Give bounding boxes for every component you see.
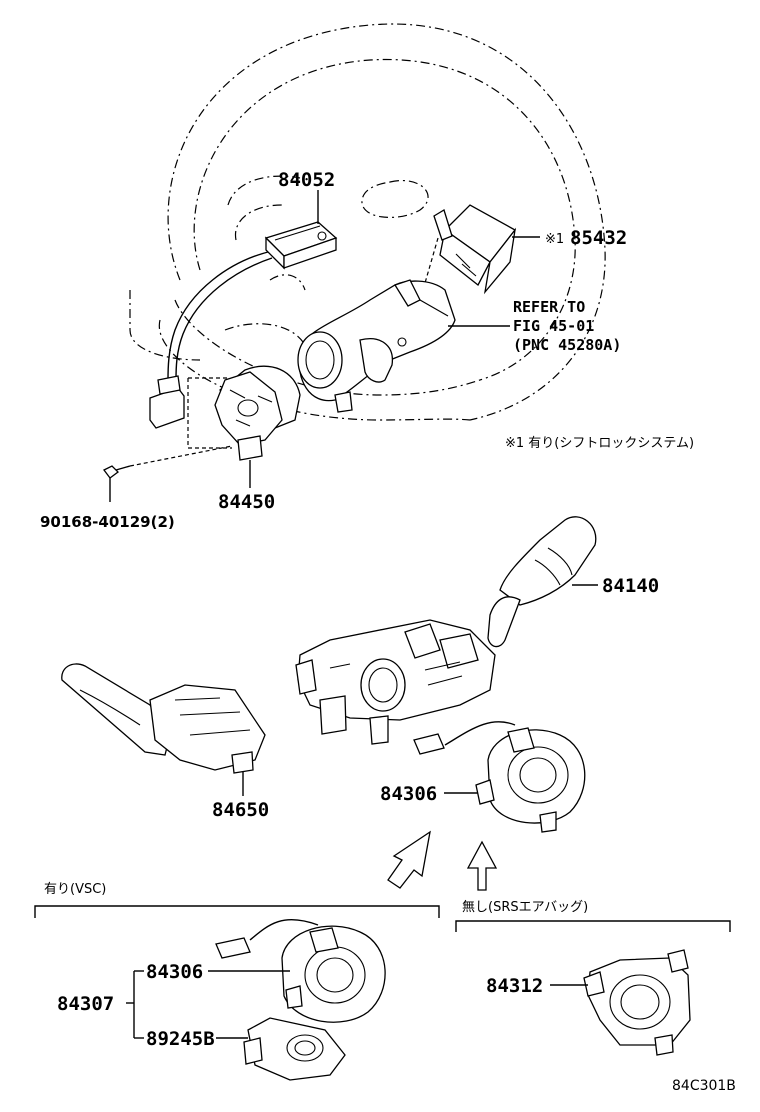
shift-lock-note: ※1 有り(シフトロックシステム) — [505, 436, 694, 451]
group-vsc-bracket — [34, 905, 440, 918]
mark-85432: ※1 — [545, 232, 564, 247]
steering-wheel-outline — [129, 23, 606, 421]
label-84307: 84307 — [57, 993, 114, 1015]
label-89245B: 89245B — [146, 1028, 215, 1050]
arrow-up-right — [466, 840, 498, 891]
part-84306-spiral-cable — [413, 721, 586, 833]
label-84052: 84052 — [278, 169, 335, 191]
group-srs-label: 無し(SRSエアバッグ) — [462, 900, 588, 915]
label-84140: 84140 — [602, 575, 659, 597]
label-84312: 84312 — [486, 975, 543, 997]
group-vsc-label: 有り(VSC) — [44, 882, 106, 897]
label-84650: 84650 — [212, 799, 269, 821]
label-84306-main: 84306 — [380, 783, 437, 805]
assembly-84307-bracket — [126, 970, 290, 1039]
label-84450: 84450 — [218, 491, 275, 513]
steering-column-housing — [297, 279, 456, 413]
part-89245B-sensor — [243, 1017, 346, 1081]
part-84450-switch — [187, 365, 301, 461]
harness-wire — [149, 251, 273, 429]
label-90168: 90168-40129(2) — [40, 513, 175, 531]
label-84306-vsc: 84306 — [146, 961, 203, 983]
figure-code: 84C301B — [672, 1078, 736, 1094]
part-84312-spiral-cable — [583, 949, 691, 1056]
part-84650-switch — [61, 663, 266, 774]
label-85432: 85432 — [570, 227, 627, 249]
part-84140-switch — [295, 516, 597, 745]
part-84052-connector — [264, 221, 338, 270]
refer-line-1: REFER TO — [513, 298, 585, 316]
refer-line-2: FIG 45-01 — [513, 317, 594, 335]
screw-90168 — [103, 445, 233, 479]
arrow-up-left — [387, 830, 431, 889]
group-srs-bracket — [455, 920, 731, 932]
refer-line-3: (PNC 45280A) — [513, 336, 621, 354]
part-84306-spiral-cable-vsc — [215, 919, 386, 1023]
